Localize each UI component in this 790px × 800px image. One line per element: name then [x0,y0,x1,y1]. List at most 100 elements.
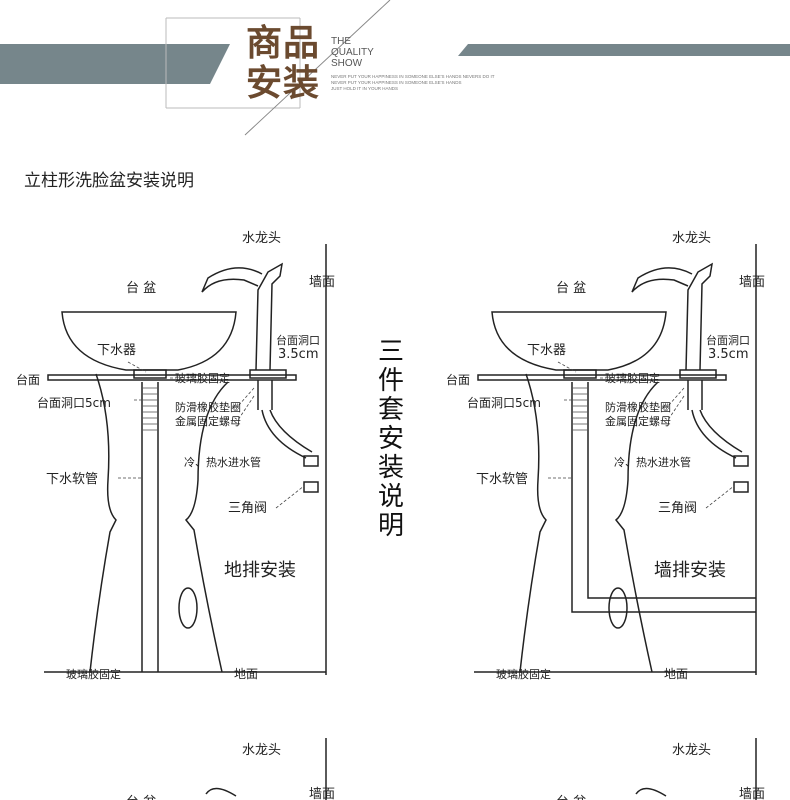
install-type-label: 地排安装 [224,560,296,581]
nut-label: 金属固定螺母 [605,414,671,428]
faucet-label: 水龙头 [242,231,281,246]
drain-hose-label: 下水软管 [476,472,528,487]
banner-title: 商品 安装 [246,24,320,104]
wall-label: 墙面 [309,275,335,290]
diagram-floor-drain: 水龙头 墙面 台 盆 下水器 台面 玻璃胶固定 台面洞口 3.5cm 台面洞口5… [16,231,335,681]
counter-hole-faucet-label: 台面洞口 [276,333,320,347]
glue-label: 玻璃胶固定 [175,371,230,385]
basin-label: 台 盆 [126,281,156,296]
basin-label: 台 盆 [556,281,586,296]
faucet-spout [631,267,693,293]
vertical-title-char: 装 [377,453,404,483]
cleanout-oval [608,587,628,629]
faucet-body [685,262,713,371]
counter-hole-drain-label: 台面洞口5cm [467,395,541,410]
bottom-partial-diagrams: 水龙头 墙面 台 盆 水龙头 墙面 台 盆 [126,738,765,800]
faucet-label: 水龙头 [672,231,711,246]
nut-label: 金属固定螺母 [175,414,241,428]
vertical-title-char: 三 [377,337,404,367]
leader-drain [557,361,577,373]
faucet-base-nut [679,369,717,379]
banner-tagline1: NEVER PUT YOUR HAPPINESS IN SOMEONE ELSE… [331,74,495,79]
basin-bowl [491,311,667,371]
banner-diagonal [244,0,391,136]
inlet-hose-1 [691,409,737,459]
wall-drain-pipe-inner [587,382,756,599]
basin-label: 台 盆 [556,795,586,800]
angle-valve-2 [303,481,319,493]
wall-label: 墙面 [309,787,335,800]
pedestal-left [89,373,117,673]
banner-title-line2: 安装 [246,63,321,104]
cleanout-oval [178,587,198,629]
drain-label: 下水器 [97,343,136,358]
drain-hose-label: 下水软管 [46,472,98,487]
counter-label: 台面 [16,372,40,387]
inlet-hose-2 [699,409,743,453]
page-heading: 立柱形洗脸盆安装说明 [24,171,194,191]
faucet-label: 水龙头 [242,743,281,758]
hole-size-faucet-label: 3.5cm [278,347,319,362]
angle-valve-2 [733,481,749,493]
counter-board [47,374,297,381]
drain-flange [133,369,167,379]
wall-label: 墙面 [739,275,765,290]
leader-valve [275,485,305,509]
pedestal-right [184,381,229,673]
inlet-label: 冷、热水进水管 [184,455,261,469]
vertical-title-char: 件 [377,366,404,396]
banner-en-line2: QUALITY [331,47,374,58]
inlet-hose-1 [261,409,307,459]
vertical-title-char: 明 [377,511,404,541]
faucet-body [255,262,283,371]
vertical-title: 三 件 套 安 装 说 明 [376,338,406,541]
leader-gasket [667,387,685,407]
faucet-body [635,787,667,797]
basin-label: 台 盆 [126,795,156,800]
faucet-body [205,787,237,797]
valve-label: 三角阀 [228,501,267,516]
floor-label: 地面 [234,667,258,681]
inlet-hose-2 [269,409,313,453]
leader-drain [127,361,147,373]
glue-label: 玻璃胶固定 [605,371,660,385]
leader-valve [705,485,735,509]
faucet-label: 水龙头 [672,743,711,758]
inlet-label: 冷、热水进水管 [614,455,691,469]
wall-drain-pipe-outer [571,382,756,613]
basin-bowl [61,311,237,371]
banner-en-line3: SHOW [331,58,363,69]
counter-label: 台面 [446,372,470,387]
counter-hole-drain-label: 台面洞口5cm [37,395,111,410]
banner-tagline2: NEVER PUT YOUR HAPPINESS IN SOMEONE ELSE… [331,80,462,85]
banner-graphics [0,0,790,136]
floor-label: 地面 [664,667,688,681]
banner-right-bar [458,44,790,56]
vertical-title-char: 说 [377,482,404,512]
vertical-title-char: 安 [377,424,404,454]
angle-valve-1 [733,455,749,467]
glue-bottom-label: 玻璃胶固定 [66,667,121,681]
gasket-label: 防滑橡胶垫圈 [175,400,241,414]
banner-en-line1: THE [331,36,351,47]
banner-tagline3: JUST HOLD IT IN YOUR HANDS [331,86,399,91]
banner-title-line1: 商品 [246,23,321,64]
glue-bottom-label: 玻璃胶固定 [496,667,551,681]
wall-label: 墙面 [739,787,765,800]
install-type-label: 墙排安装 [654,560,726,581]
faucet-spout [201,267,263,293]
drain-label: 下水器 [527,343,566,358]
hole-size-faucet-label: 3.5cm [708,347,749,362]
gasket-label: 防滑橡胶垫圈 [605,400,671,414]
counter-board [477,374,727,381]
vertical-title-char: 套 [377,395,404,425]
banner-left-bar [0,44,230,84]
angle-valve-1 [303,455,319,467]
counter-hole-faucet-label: 台面洞口 [706,333,750,347]
diagram-wall-drain: 水龙头 墙面 台 盆 下水器 台面 玻璃胶固定 台面洞口 3.5cm 台面洞口5… [446,231,765,681]
valve-label: 三角阀 [658,501,697,516]
pedestal-left [519,373,547,673]
drain-flange [563,369,597,379]
faucet-base-nut [249,369,287,379]
leader-gasket [237,387,255,407]
